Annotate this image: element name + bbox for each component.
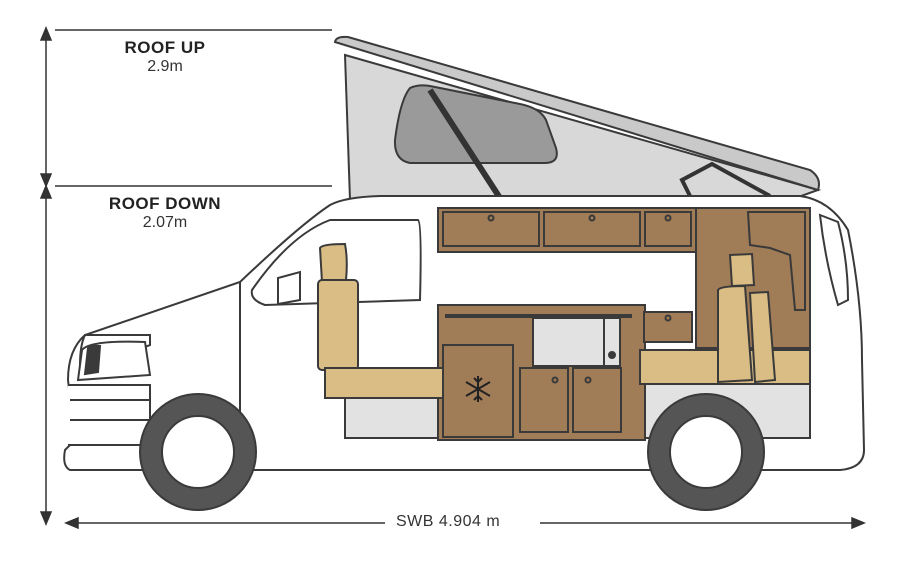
roof-window [393, 84, 558, 164]
roof-up-value: 2.9m [147, 58, 183, 75]
roof-down-value: 2.07m [142, 214, 188, 231]
roof-down-title: ROOF DOWN [108, 194, 222, 213]
front-wheel [139, 393, 257, 511]
roof-up-title: ROOF UP [124, 38, 206, 57]
length-dimension-line [64, 516, 866, 530]
length-label: SWB 4.904 m [390, 513, 507, 531]
rear-wheel [647, 393, 765, 511]
fridge [442, 344, 514, 438]
height-dimension-lines [39, 26, 332, 526]
snowflake-icon [465, 376, 491, 402]
seats [317, 242, 811, 399]
pop-top-roof [333, 35, 822, 201]
